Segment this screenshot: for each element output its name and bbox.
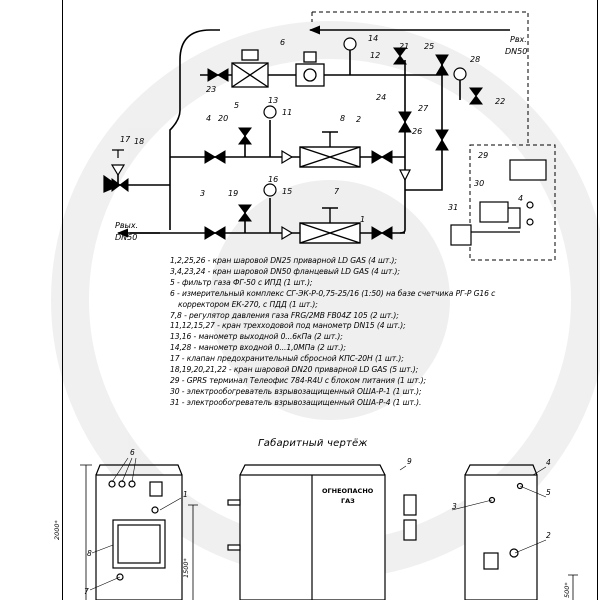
callout-3: 3 <box>200 189 205 198</box>
drawing-labels: ОГНЕОПАСНО ГАЗ 2000* 1500* 500* 1 2 3 4 … <box>53 448 571 598</box>
dimension-lines <box>80 464 578 600</box>
callout-12: 12 <box>370 51 380 60</box>
cabinet-front-view <box>95 464 183 600</box>
warning-label-1: ОГНЕОПАСНО <box>322 487 374 495</box>
callout-leaders <box>89 457 547 591</box>
spec-line: 6 - измерительный комплекс СГ-ЭК-Р-0,75-… <box>170 288 496 298</box>
drawing-callout-6: 6 <box>130 448 135 457</box>
spec-line: 11,12,15,27 - кран трехходовой под маном… <box>170 321 406 331</box>
callout-29: 29 <box>478 151 488 160</box>
callout-11: 11 <box>282 108 292 117</box>
drawing-callout-1: 1 <box>183 490 188 499</box>
spec-line: 17 - клапан предохранительный сбросной К… <box>170 354 404 364</box>
terminal-label: 4 <box>518 194 523 203</box>
flow-direction-icons <box>281 149 411 241</box>
callout-23: 23 <box>206 85 216 94</box>
gas-meter-icon <box>295 51 325 87</box>
pressure-gauge-icons <box>263 37 467 197</box>
spec-line: 3,4,23,24 - кран шаровой DN50 фланцевый … <box>170 266 400 276</box>
callout-31: 31 <box>448 203 458 212</box>
callout-13: 13 <box>268 96 278 105</box>
cabinet-rear-view <box>464 464 538 600</box>
spec-line: 18,19,20,21,22 - кран шаровой DN20 прива… <box>170 365 419 375</box>
callout-4: 4 <box>206 114 211 123</box>
drawing-callout-9: 9 <box>407 457 412 466</box>
callout-2: 2 <box>356 115 361 124</box>
drawing-callout-4: 4 <box>546 458 551 467</box>
spec-line: 1,2,25,26 - кран шаровой DN25 приварной … <box>170 256 397 265</box>
dim-height: 2000* <box>53 519 61 540</box>
scheme-labels: Рвх. DN50 Рвых. DN50 1 2 3 4 5 6 7 8 11 … <box>115 34 527 242</box>
callout-21: 21 <box>399 42 409 51</box>
callout-30: 30 <box>474 179 484 188</box>
callout-27: 27 <box>418 104 429 113</box>
callout-1: 1 <box>360 215 365 224</box>
warning-label-2: ГАЗ <box>341 497 355 505</box>
spec-line: корректором ЕК-270, с ПДД (1 шт.); <box>178 299 318 309</box>
callout-17: 17 <box>120 135 131 144</box>
inlet-label-2: DN50 <box>505 47 527 56</box>
safety-relief-valve-icon <box>103 149 126 193</box>
drawing-frame <box>62 0 598 600</box>
outlet-label-2: DN50 <box>115 233 137 242</box>
callout-5: 5 <box>234 101 239 110</box>
callout-6: 6 <box>280 38 285 47</box>
spec-line: 30 - электрообогреватель взрывозащищенны… <box>170 386 422 396</box>
spec-line: 13,16 - манометр выходной 0...6кПа (2 шт… <box>170 332 343 342</box>
spec-line: 31 - электрообогреватель взрывозащищенны… <box>170 397 422 407</box>
dimension-drawing-title: Габаритный чертёж <box>258 438 368 449</box>
callout-7: 7 <box>334 187 340 196</box>
dim-base: 500* <box>563 582 571 598</box>
drawing-callout-7: 7 <box>84 587 89 596</box>
callout-14: 14 <box>368 34 378 43</box>
drawing-callout-8: 8 <box>87 549 92 558</box>
spec-line: 7,8 - регулятор давления газа FRG/2MB FB… <box>170 310 399 320</box>
callout-26: 26 <box>412 127 422 136</box>
spec-line: 14,28 - манометр входной 0...1,0МПа (2 ш… <box>170 343 346 353</box>
callout-25: 25 <box>424 42 434 51</box>
gas-filter-icon <box>231 49 269 88</box>
outlet-label-1: Рвых. <box>115 221 138 230</box>
electrical-equipment <box>450 159 547 246</box>
drawing-callout-2: 2 <box>546 531 551 540</box>
callout-24: 24 <box>376 93 386 102</box>
drawing-callout-5: 5 <box>546 488 551 497</box>
spec-line: 5 - фильтр газа ФГ-50 с ИПД (1 шт.); <box>170 277 313 287</box>
equipment-boundary <box>311 11 556 261</box>
callout-22: 22 <box>495 97 505 106</box>
dim-lower: 1500* <box>182 557 190 578</box>
callout-16: 16 <box>268 175 278 184</box>
pressure-regulator-icons <box>299 131 361 244</box>
specification-list: 1,2,25,26 - кран шаровой DN25 приварной … <box>170 256 590 409</box>
spec-line: 29 - GPRS терминал Телеофис 784-R4U с бл… <box>170 375 426 385</box>
drawing-callout-3: 3 <box>452 502 457 511</box>
callout-18: 18 <box>134 137 144 146</box>
callout-15: 15 <box>282 187 292 196</box>
callout-19: 19 <box>228 189 238 198</box>
callout-20: 20 <box>218 114 228 123</box>
callout-8: 8 <box>340 114 345 123</box>
callout-28: 28 <box>470 55 480 64</box>
ball-valve-icons <box>111 47 483 240</box>
inlet-label-1: Рвх. <box>510 35 527 44</box>
cabinet-side-view <box>227 464 417 600</box>
